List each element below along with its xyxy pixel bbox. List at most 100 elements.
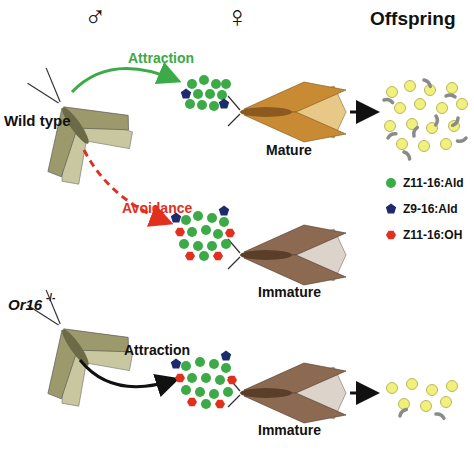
text-label: Offspring	[370, 8, 456, 30]
molecule	[175, 228, 185, 237]
text-label: Attraction	[124, 342, 190, 358]
egg	[405, 81, 416, 92]
molecule	[187, 373, 197, 383]
molecule	[195, 387, 205, 397]
text-label: Immature	[258, 284, 321, 300]
larva	[388, 134, 396, 138]
egg	[437, 103, 448, 114]
egg	[385, 121, 396, 132]
egg	[441, 397, 452, 408]
molecule	[223, 387, 233, 397]
legend-text: Z11-16:OH	[403, 228, 462, 242]
egg	[387, 383, 398, 394]
egg	[397, 139, 408, 150]
molecule	[187, 79, 197, 89]
legend-text: Z11-16:Ald	[403, 176, 464, 190]
molecule	[193, 241, 203, 251]
molecule	[215, 400, 225, 409]
molecule	[193, 211, 203, 221]
egg	[399, 399, 410, 410]
text-label: Mature	[266, 142, 312, 158]
larva	[436, 116, 438, 125]
egg	[419, 141, 430, 152]
molecule	[213, 252, 223, 261]
molecule	[215, 375, 225, 385]
molecule	[217, 90, 227, 100]
molecule	[175, 374, 185, 383]
male-moth	[0, 267, 144, 417]
egg	[447, 83, 458, 94]
molecule	[386, 178, 396, 188]
egg	[407, 379, 418, 390]
text-label: ♂	[84, 0, 107, 34]
legend-entry: Z11-16:Ald	[384, 176, 464, 190]
molecule	[207, 213, 217, 223]
molecule	[213, 229, 223, 239]
egg	[395, 103, 406, 114]
molecule	[221, 239, 231, 249]
molecule	[171, 359, 181, 369]
egg	[427, 385, 438, 396]
molecule	[227, 376, 237, 385]
molecule	[386, 231, 396, 240]
arrow	[350, 392, 374, 395]
egg	[441, 139, 452, 150]
molecule	[181, 385, 191, 395]
molecule	[219, 217, 229, 227]
legend-text: Z9-16:Ald	[403, 202, 458, 216]
egg	[387, 87, 398, 98]
molecule	[209, 389, 219, 399]
molecule	[181, 215, 191, 225]
attraction-arrow	[72, 68, 176, 92]
egg	[447, 381, 458, 392]
molecule	[386, 204, 396, 214]
arrow	[350, 111, 374, 114]
molecule	[187, 227, 197, 237]
female-moth	[228, 363, 346, 423]
larva	[404, 152, 410, 159]
molecule	[187, 398, 197, 407]
egg	[415, 99, 426, 110]
legend-entry: Z11-16:OH	[384, 228, 462, 242]
molecule	[221, 351, 231, 361]
molecule	[185, 99, 195, 109]
molecule	[197, 100, 207, 110]
text-label: Immature	[258, 422, 321, 438]
larva	[414, 128, 418, 136]
egg	[457, 99, 468, 110]
legend-entry: Z9-16:Ald	[384, 202, 458, 216]
text-label: Wild type	[4, 112, 71, 129]
molecule	[205, 89, 215, 99]
female-moth	[228, 225, 346, 285]
larva	[453, 118, 458, 125]
molecule	[209, 101, 219, 111]
molecule	[181, 89, 191, 99]
molecule	[219, 99, 229, 109]
text-label: Avoidance	[122, 200, 192, 216]
text-label: ♀	[226, 0, 249, 34]
molecule	[207, 241, 217, 251]
molecule	[181, 361, 191, 371]
female-moth	[228, 82, 346, 142]
legend-swatch	[384, 228, 398, 242]
molecule	[201, 373, 211, 383]
larva	[400, 410, 406, 417]
molecule	[201, 399, 211, 409]
larva	[384, 100, 393, 103]
legend-swatch	[384, 202, 398, 216]
molecule	[221, 363, 231, 373]
larva	[436, 414, 444, 418]
molecule	[201, 225, 211, 235]
molecule	[199, 75, 209, 85]
molecule	[195, 357, 205, 367]
text-label: Attraction	[128, 50, 194, 66]
molecule	[185, 252, 195, 261]
molecule	[221, 79, 231, 89]
molecule	[179, 239, 189, 249]
molecule	[219, 206, 229, 216]
molecule	[211, 79, 221, 89]
molecule	[209, 359, 219, 369]
text-label: Or16	[8, 296, 42, 313]
